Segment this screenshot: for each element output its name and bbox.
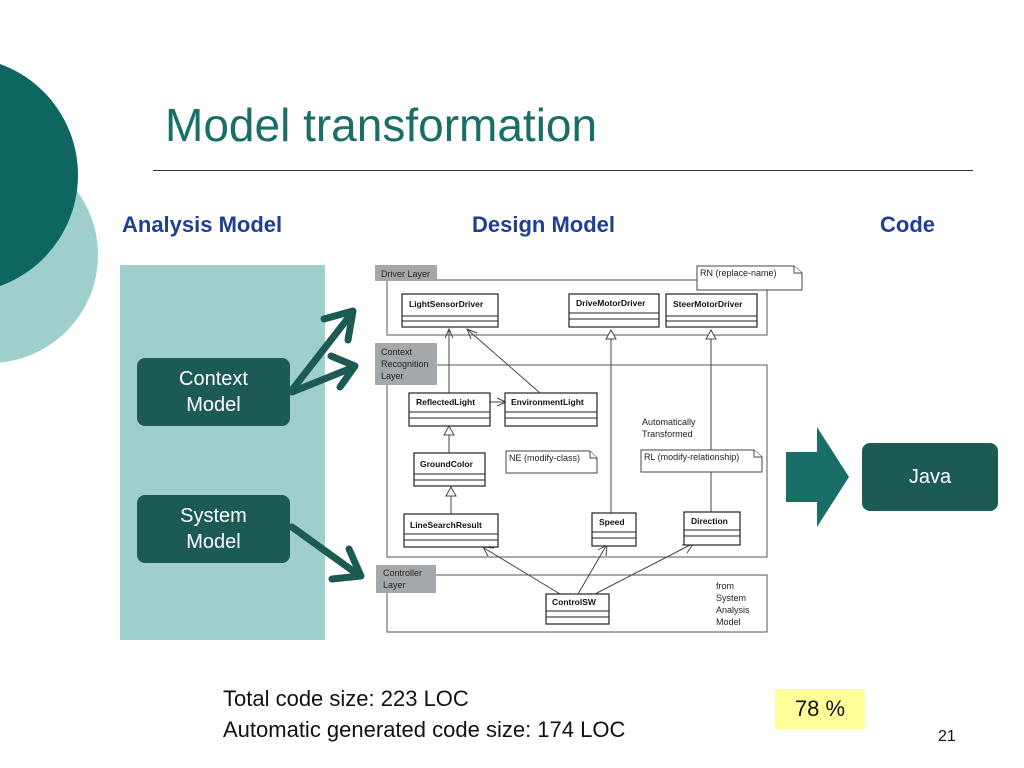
- transformation-arrows: [288, 307, 365, 583]
- analysis-model-panel: [120, 265, 325, 640]
- class-environmentlight: [504, 392, 598, 427]
- class-drivemotordriver: [568, 293, 660, 328]
- arrow-system-to-controller: [288, 523, 364, 580]
- context-recognition-layer-frame: [386, 364, 768, 558]
- link-environment-to-lightsensor: [467, 329, 541, 394]
- context-layer-label-2: Recognition: [381, 359, 429, 369]
- arrow-context-to-driver: [288, 309, 356, 394]
- from-system-text-1: from: [716, 581, 734, 591]
- link-controlsw-to-speed: [577, 545, 607, 595]
- class-speed: [591, 512, 637, 547]
- class-name: ControlSW: [552, 597, 597, 607]
- class-name: EnvironmentLight: [511, 397, 584, 407]
- context-layer-label-1: Context: [381, 347, 413, 357]
- design-model-heading: Design Model: [472, 212, 616, 237]
- class-linesearchresult: [403, 513, 499, 548]
- driver-layer-frame: [386, 279, 768, 336]
- class-name: LightSensorDriver: [409, 299, 484, 309]
- title-divider: [153, 170, 973, 171]
- class-name: DriveMotorDriver: [576, 298, 646, 308]
- controller-layer-label-2: Layer: [383, 580, 406, 590]
- arrow-context-to-context-layer: [288, 363, 358, 396]
- from-system-text-4: Model: [716, 617, 741, 627]
- code-stats: Total code size: 223 LOC Automatic gener…: [223, 683, 625, 745]
- total-code-size: Total code size: 223 LOC: [223, 686, 469, 711]
- controller-layer-frame: [386, 574, 768, 633]
- note-rn-text: RN (replace-name): [700, 268, 777, 278]
- note-ne: [505, 450, 598, 474]
- analysis-model-heading: Analysis Model: [122, 212, 283, 237]
- arrowhead: [444, 327, 454, 339]
- context-recognition-layer-tab: [375, 343, 437, 385]
- arrow-head-controller: [328, 545, 365, 583]
- link-controlsw-to-linesearch: [483, 547, 561, 595]
- class-name: Direction: [691, 516, 728, 526]
- arrowhead: [466, 328, 478, 340]
- system-model-box: System Model: [137, 495, 290, 563]
- driver-layer-tab: [375, 265, 437, 281]
- class-name: Speed: [599, 517, 625, 527]
- dark-teal-circle: [0, 64, 78, 286]
- link-controlsw-to-direction: [594, 543, 693, 595]
- generated-code-size: Automatic generated code size: 174 LOC: [223, 717, 626, 742]
- auto-transformed-text-2: Transformed: [642, 429, 693, 439]
- percent-badge: 78 %: [775, 689, 865, 729]
- note-rn: [696, 265, 803, 291]
- auto-transformed-text-1: Automatically: [642, 417, 696, 427]
- design-model-diagram: Driver Layer Context Recognition Layer C…: [375, 265, 803, 633]
- to-code-arrow: [786, 427, 849, 527]
- generalization-head: [705, 328, 717, 340]
- page-number: 21: [938, 728, 956, 745]
- context-model-box: Context Model: [137, 358, 290, 426]
- class-reflectedlight: [408, 392, 491, 427]
- class-name: LineSearchResult: [410, 520, 482, 530]
- note-rl: [640, 449, 763, 473]
- generalization-head: [445, 485, 457, 497]
- class-groundcolor: [413, 452, 486, 487]
- from-system-text-3: Analysis: [716, 605, 750, 615]
- context-layer-label-3: Layer: [381, 371, 404, 381]
- note-ne-text: NE (modify-class): [509, 453, 580, 463]
- class-direction: [683, 511, 741, 546]
- class-controlsw: [545, 593, 610, 625]
- controller-layer-tab: [376, 565, 436, 593]
- arrow-shape: [786, 427, 849, 527]
- generalization-head: [443, 424, 455, 436]
- class-name: SteerMotorDriver: [673, 299, 743, 309]
- from-system-text-2: System: [716, 593, 746, 603]
- code-heading: Code: [880, 212, 935, 237]
- java-box: Java: [862, 443, 998, 511]
- arrow-head-context-layer: [327, 352, 359, 391]
- controller-layer-label-1: Controller: [383, 568, 422, 578]
- note-rl-text: RL (modify-relationship): [644, 452, 739, 462]
- class-name: ReflectedLight: [416, 397, 475, 407]
- driver-layer-label: Driver Layer: [381, 269, 430, 279]
- class-name: GroundColor: [420, 459, 474, 469]
- arrow-head-driver: [320, 307, 357, 344]
- generalization-head: [605, 328, 617, 340]
- page-title: Model transformation: [165, 99, 598, 151]
